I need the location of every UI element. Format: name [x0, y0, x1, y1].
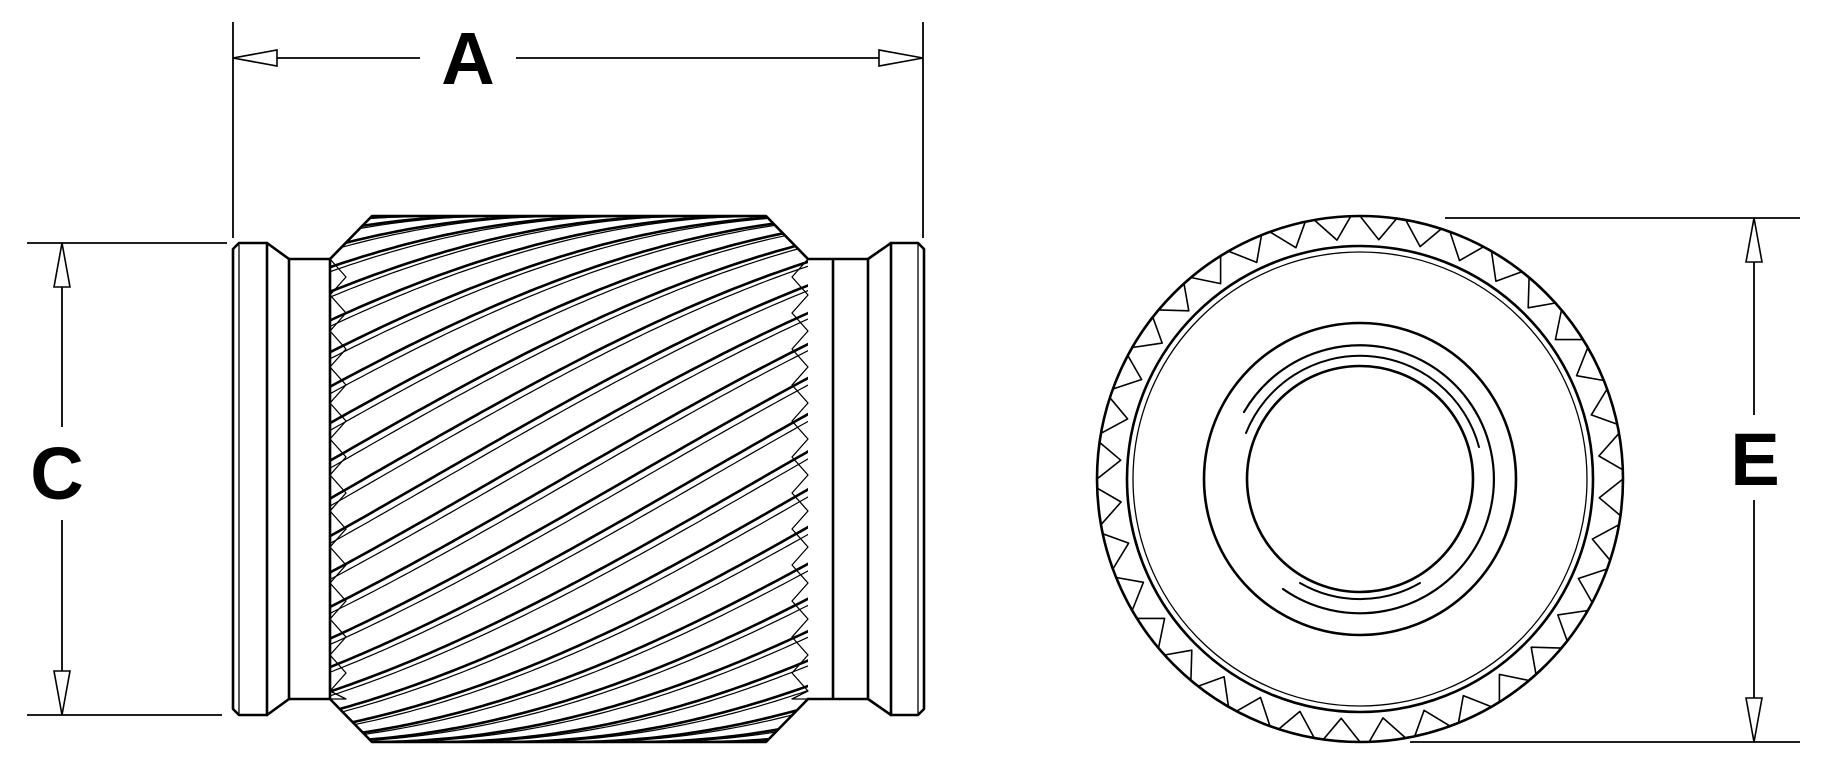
knurl-teeth-ring	[1096, 215, 1624, 743]
counterbore-circle	[1202, 321, 1518, 637]
end-view: E	[1095, 214, 1800, 744]
dim-a-arrow-left	[232, 49, 278, 67]
dimension-e: E	[1410, 217, 1800, 743]
dim-c-arrow-bottom	[53, 670, 71, 716]
dim-e-arrow-top	[1745, 217, 1763, 263]
knurl-left-sawtooth-edge	[329, 258, 347, 700]
side-view: A C	[27, 17, 926, 744]
hole-circle	[1245, 364, 1475, 594]
knurl-body	[328, 214, 810, 744]
dim-e-arrow-bottom	[1745, 697, 1763, 743]
knurl-helix-lines	[330, 216, 808, 742]
dimension-a: A	[232, 17, 924, 238]
thread-runout-arc	[1299, 582, 1421, 601]
dimension-c: C	[27, 242, 227, 716]
knurl-right-sawtooth-edge	[791, 258, 809, 700]
dim-a-label: A	[441, 17, 494, 100]
dim-c-arrow-top	[53, 242, 71, 288]
dim-a-arrow-right	[878, 49, 924, 67]
left-collar	[231, 241, 332, 717]
right-collar	[806, 241, 926, 717]
dim-e-label: E	[1730, 418, 1779, 501]
collar-chamfer-circle	[1132, 251, 1588, 707]
dim-c-label: C	[30, 432, 83, 515]
collar-edge-circle	[1125, 244, 1595, 714]
thread-helix-arc	[1245, 354, 1480, 448]
thread-major-arc	[1242, 344, 1495, 615]
outer-knurl-circle	[1095, 214, 1625, 744]
